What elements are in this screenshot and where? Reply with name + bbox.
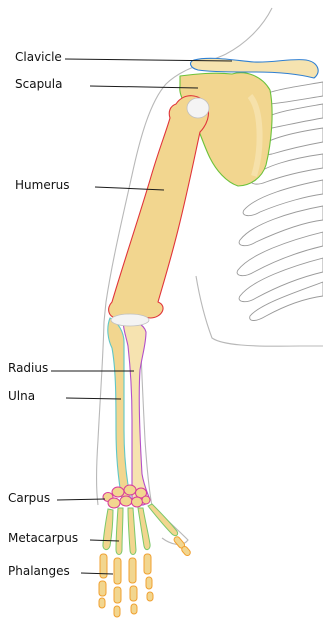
humerus-label: Humerus <box>15 178 70 192</box>
humerus-bone <box>109 96 209 318</box>
phalanges-leader <box>81 573 113 574</box>
scapula-label: Scapula <box>15 77 62 91</box>
clavicle-label: Clavicle <box>15 50 62 64</box>
radius-label: Radius <box>8 361 48 375</box>
metacarpus-label: Metacarpus <box>8 531 78 545</box>
metacarpus-bones <box>103 504 178 555</box>
ulna-bone <box>108 318 131 502</box>
ulna-label: Ulna <box>8 389 35 403</box>
ulna-leader <box>66 398 121 399</box>
metacarpus-leader <box>90 540 119 541</box>
phalanges-label: Phalanges <box>8 564 70 578</box>
carpus-label: Carpus <box>8 491 50 505</box>
